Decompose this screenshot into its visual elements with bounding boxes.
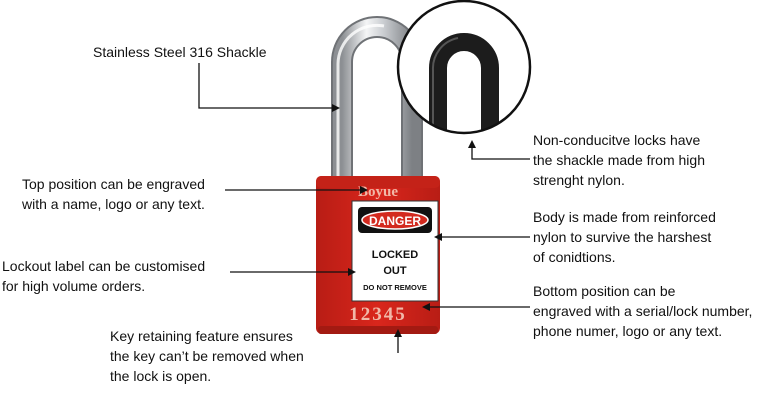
leader-arrowheads bbox=[332, 104, 476, 337]
callout-line: nylon to survive the harshest bbox=[533, 229, 712, 245]
callout-line: with a name, logo or any text. bbox=[22, 196, 205, 212]
callout-line: for high volume orders. bbox=[2, 278, 146, 294]
nonconductive-leader bbox=[471, 146, 530, 160]
callout-line: Body is made from reinforced bbox=[533, 209, 716, 225]
callout-line: Key retaining feature ensures bbox=[110, 328, 293, 344]
callout-nonconductive: Non-conducitve locks have the shackle ma… bbox=[533, 130, 705, 190]
callout-line: Bottom position can be bbox=[533, 283, 676, 299]
callout-line: phone numer, logo or any text. bbox=[533, 323, 723, 339]
brand-engraving: Boyue bbox=[358, 184, 398, 200]
serial-engraving: 12345 bbox=[349, 304, 407, 325]
callout-line: Non-conducitve locks have bbox=[533, 132, 701, 148]
callout-shackle: Stainless Steel 316 Shackle bbox=[93, 42, 267, 62]
callout-line: engraved with a serial/lock number, bbox=[533, 303, 753, 319]
callout-line: of conidtions. bbox=[533, 249, 616, 265]
locked-text: LOCKED bbox=[372, 249, 419, 261]
callout-line: Top position can be engraved bbox=[22, 176, 205, 192]
callout-line: the key can’t be removed when bbox=[110, 348, 304, 364]
callout-line: the shackle made from high bbox=[533, 152, 705, 168]
danger-text: DANGER bbox=[369, 214, 421, 228]
leader-lines bbox=[198, 63, 530, 353]
callout-top-position: Top position can be engraved with a name… bbox=[22, 174, 205, 214]
callout-bottom-position: Bottom position can be engraved with a s… bbox=[533, 281, 752, 341]
shackle-leader bbox=[198, 63, 334, 109]
callout-line: Lockout label can be customised bbox=[2, 258, 206, 274]
lockout-label: DANGER LOCKED OUT DO NOT REMOVE bbox=[351, 200, 439, 302]
nylon-shackle-inset bbox=[396, 0, 532, 135]
callout-body: Body is made from reinforced nylon to su… bbox=[533, 207, 716, 267]
callout-line: Stainless Steel 316 Shackle bbox=[93, 44, 267, 60]
out-text: OUT bbox=[383, 265, 407, 277]
callout-line: the lock is open. bbox=[110, 368, 212, 384]
do-not-remove-text: DO NOT REMOVE bbox=[363, 283, 427, 292]
callout-line: strenght nylon. bbox=[533, 172, 625, 188]
callout-lockout-label: Lockout label can be customised for high… bbox=[2, 256, 205, 296]
callout-key-retaining: Key retaining feature ensures the key ca… bbox=[110, 326, 304, 386]
